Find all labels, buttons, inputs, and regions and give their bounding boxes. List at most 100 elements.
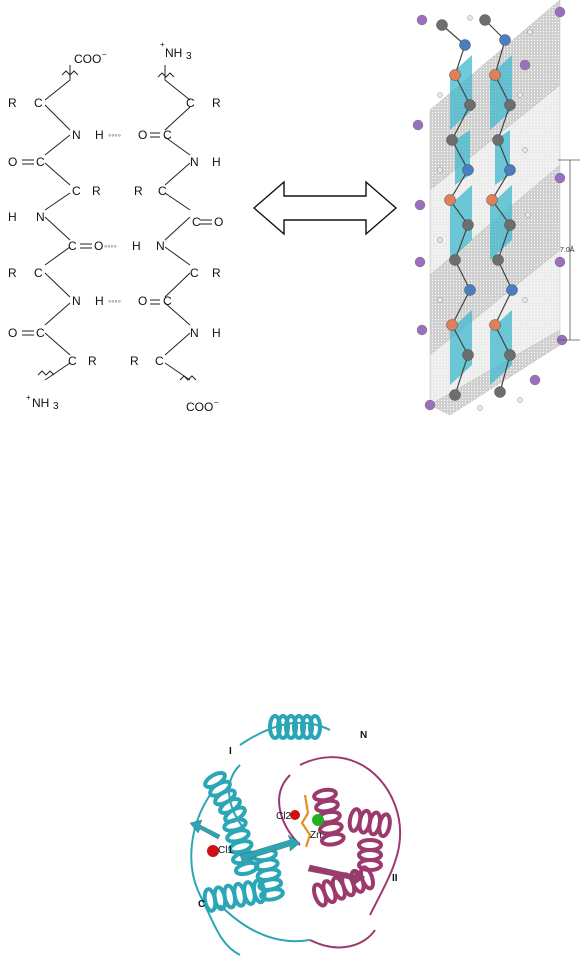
carbon-atom-0-4 xyxy=(447,135,458,146)
protein-ribbon-structure: I N C II Cl1 Cl2 Zn xyxy=(180,705,415,970)
pleat-planes xyxy=(430,0,560,415)
right-row-3-center: C xyxy=(158,184,167,198)
hydrogen-atom-10 xyxy=(478,406,483,411)
right-row-3-left: R xyxy=(134,184,143,198)
right-top-group: NH xyxy=(165,46,182,60)
beta-strand-arrow-2 xyxy=(308,865,365,885)
right-strand-labels: + NH 3 C R O C N H R C C O H N C R O C N… xyxy=(130,40,223,414)
domain-ii-loop-2 xyxy=(279,775,300,845)
right-bottom-group: COO xyxy=(186,400,213,414)
helix-i-bottom xyxy=(203,880,266,912)
right-row-9-left: R xyxy=(130,354,139,368)
left-bottom-sub: 3 xyxy=(53,401,59,412)
side-chain-atom-7 xyxy=(555,257,565,267)
hydrogen-atom-3 xyxy=(518,93,523,98)
chloride-1-label: Cl1 xyxy=(218,845,233,856)
helix-ii-d-turn-2 xyxy=(359,860,381,870)
chloride-2-label: Cl2 xyxy=(276,811,291,822)
hbond-2: ◦◦◦◦ xyxy=(104,241,117,251)
right-row-6-right: R xyxy=(212,266,221,280)
right-row-5-center: N xyxy=(156,239,165,253)
nitrogen-atom-0-5 xyxy=(463,165,474,176)
left-row-9-center: C xyxy=(68,354,77,368)
left-row-1-center: N xyxy=(72,128,81,142)
oxygen-atom-0-6 xyxy=(445,195,456,206)
chloride-2-sphere xyxy=(290,810,300,820)
c-terminus-label: C xyxy=(198,899,205,910)
zinc-sphere xyxy=(312,814,324,826)
side-chain-atom-3 xyxy=(520,60,530,70)
side-chain-atom-11 xyxy=(530,375,540,385)
hydrogen-atom-4 xyxy=(438,168,443,173)
left-strand-labels: COO − R C N H O C C R H N C O R C N H O … xyxy=(8,50,107,412)
oxygen-atom-1-6 xyxy=(487,195,498,206)
right-row-2-center: N xyxy=(190,155,199,169)
left-row-4-center: N xyxy=(36,210,45,224)
helix-ii-b xyxy=(348,808,391,837)
double-arrow-icon xyxy=(250,178,400,238)
n-terminus-label: N xyxy=(360,730,367,741)
left-bottom-group: NH xyxy=(32,396,49,410)
pleated-sheet-model: 7.0Å xyxy=(410,0,588,415)
carbon-atom-0-3 xyxy=(465,100,476,111)
left-row-1-right: H xyxy=(95,128,104,142)
nitrogen-atom-1-1 xyxy=(500,35,511,46)
right-row-9-center: C xyxy=(155,354,164,368)
oxygen-atom-0-2 xyxy=(450,70,461,81)
carbon-atom-1-3 xyxy=(505,100,516,111)
left-row-0-left: R xyxy=(8,96,17,110)
side-chain-atom-10 xyxy=(425,400,435,410)
right-row-7-center: C xyxy=(163,294,172,308)
carbon-atom-0-11 xyxy=(463,350,474,361)
hydrogen-atom-7 xyxy=(526,213,531,218)
hydrogen-atom-5 xyxy=(523,148,528,153)
side-chain-atom-5 xyxy=(555,173,565,183)
left-row-7-right: H xyxy=(95,294,104,308)
ligand-sticks xyxy=(302,795,310,847)
carbon-atom-0-8 xyxy=(450,255,461,266)
hydrogen-atom-8 xyxy=(438,298,443,303)
hydrogen-bond-dots: ◦◦◦◦ ◦◦◦◦ ◦◦◦◦ xyxy=(104,130,121,306)
domain-ii-loop-1 xyxy=(310,930,375,947)
carbon-atom-1-0 xyxy=(480,15,491,26)
right-row-1-center: C xyxy=(163,128,172,142)
carbon-atom-1-11 xyxy=(505,350,516,361)
hydrogen-atom-1 xyxy=(528,30,533,35)
carbon-atom-1-8 xyxy=(493,255,504,266)
domain-i-loop-2 xyxy=(220,905,310,941)
right-row-0-center: C xyxy=(186,96,195,110)
carbon-atom-0-0 xyxy=(437,20,448,31)
right-row-6-center: C xyxy=(190,266,199,280)
nitrogen-atom-0-9 xyxy=(465,285,476,296)
left-top-group: COO xyxy=(74,52,101,66)
domain-ii-label: II xyxy=(392,873,398,884)
left-top-charge: − xyxy=(102,50,107,59)
hydrogen-atom-6 xyxy=(438,238,443,243)
side-chain-atom-2 xyxy=(413,120,423,130)
left-row-2-left: O xyxy=(8,155,17,169)
right-row-8-center: N xyxy=(190,326,199,340)
hydrogen-atom-0 xyxy=(468,16,473,21)
hbond-1: ◦◦◦◦ xyxy=(108,130,121,140)
right-row-4-right: O xyxy=(214,215,223,229)
zinc-label: Zn xyxy=(310,830,322,841)
side-chain-atom-1 xyxy=(555,7,565,17)
right-top-sub: 3 xyxy=(186,51,192,62)
nitrogen-atom-0-1 xyxy=(460,40,471,51)
left-row-9-right: R xyxy=(88,354,97,368)
formula-bonds xyxy=(22,65,212,380)
ribbon-helices xyxy=(190,716,400,955)
side-chain-atom-8 xyxy=(417,325,427,335)
oxygen-atom-1-2 xyxy=(490,70,501,81)
right-row-8-right: H xyxy=(212,326,221,340)
carbon-atom-1-7 xyxy=(505,220,516,231)
right-bottom-charge: − xyxy=(214,398,219,407)
left-row-6-center: C xyxy=(34,266,43,280)
left-row-5-center: C xyxy=(68,239,77,253)
left-row-8-center: C xyxy=(36,326,45,340)
nitrogen-atom-1-5 xyxy=(505,165,516,176)
left-row-3-right: R xyxy=(92,184,101,198)
repeat-distance-label: 7.0Å xyxy=(560,245,575,254)
left-row-4-left: H xyxy=(8,210,17,224)
beta-sheet-structural-formula: COO − R C N H O C C R H N C O R C N H O … xyxy=(0,35,240,435)
